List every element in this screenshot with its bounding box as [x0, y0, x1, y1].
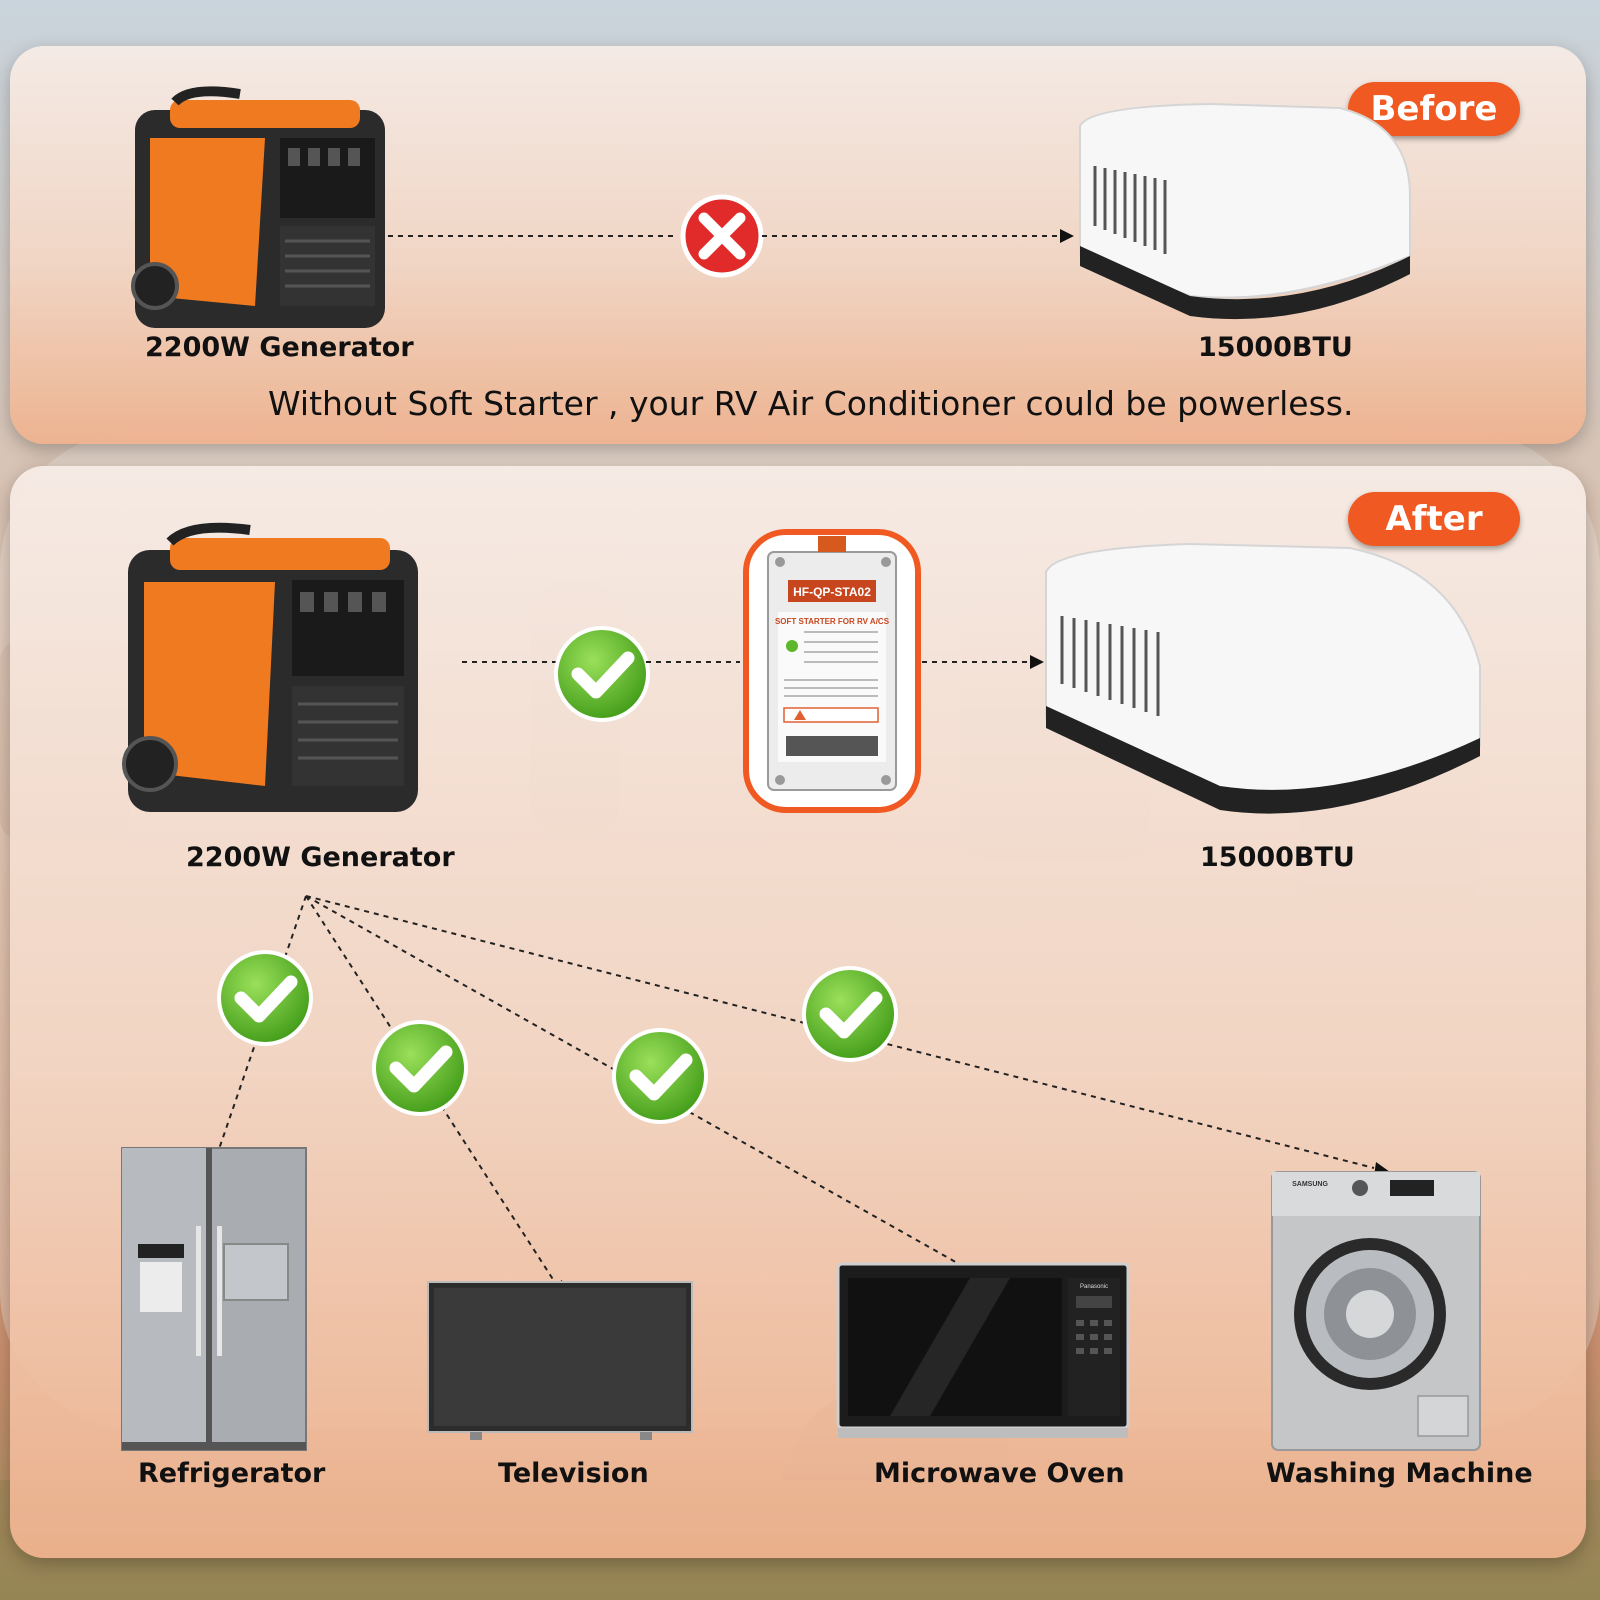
television-image: [427, 1281, 693, 1440]
generator-image: [122, 522, 418, 812]
appliance-label-refrigerator: Refrigerator: [138, 1458, 326, 1489]
washing-machine-image: SAMSUNG: [1271, 1171, 1481, 1451]
soft-starter-device: HF-QP-STA02 SOFT STARTER FOR RV A/CS: [743, 529, 921, 813]
fail-x-icon: [680, 194, 764, 278]
appliance-label-washing-machine: Washing Machine: [1266, 1458, 1533, 1489]
after-panel: After: [10, 466, 1586, 1558]
arrowhead-icon: [1030, 655, 1044, 669]
after-ac-label: 15000BTU: [1200, 842, 1355, 873]
after-generator-label: 2200W Generator: [186, 842, 455, 873]
before-caption: Without Soft Starter , your RV Air Condi…: [268, 384, 1354, 423]
air-conditioner-image: [1079, 102, 1411, 320]
microwave-image: Panasonic: [836, 1262, 1130, 1438]
appliance-label-television: Television: [498, 1458, 649, 1489]
before-panel: Before: [10, 46, 1586, 444]
soft-starter-model: HF-QP-STA02: [793, 585, 871, 599]
arrowhead-icon: [1060, 229, 1074, 243]
check-icon: [612, 1028, 708, 1124]
before-generator-label: 2200W Generator: [145, 332, 414, 363]
appliance-label-microwave: Microwave Oven: [874, 1458, 1125, 1489]
check-icon: [802, 966, 898, 1062]
air-conditioner-image: [1045, 542, 1481, 814]
soft-starter-subtitle: SOFT STARTER FOR RV A/CS: [775, 617, 890, 626]
after-badge: After: [1348, 492, 1520, 546]
generator-image: [131, 86, 385, 328]
before-ac-label: 15000BTU: [1198, 332, 1353, 363]
check-icon: [554, 626, 650, 722]
check-icon: [372, 1020, 468, 1116]
washer-brand: SAMSUNG: [1292, 1181, 1328, 1188]
refrigerator-image: [121, 1147, 307, 1451]
check-icon: [217, 950, 313, 1046]
microwave-brand: Panasonic: [1080, 1284, 1108, 1290]
